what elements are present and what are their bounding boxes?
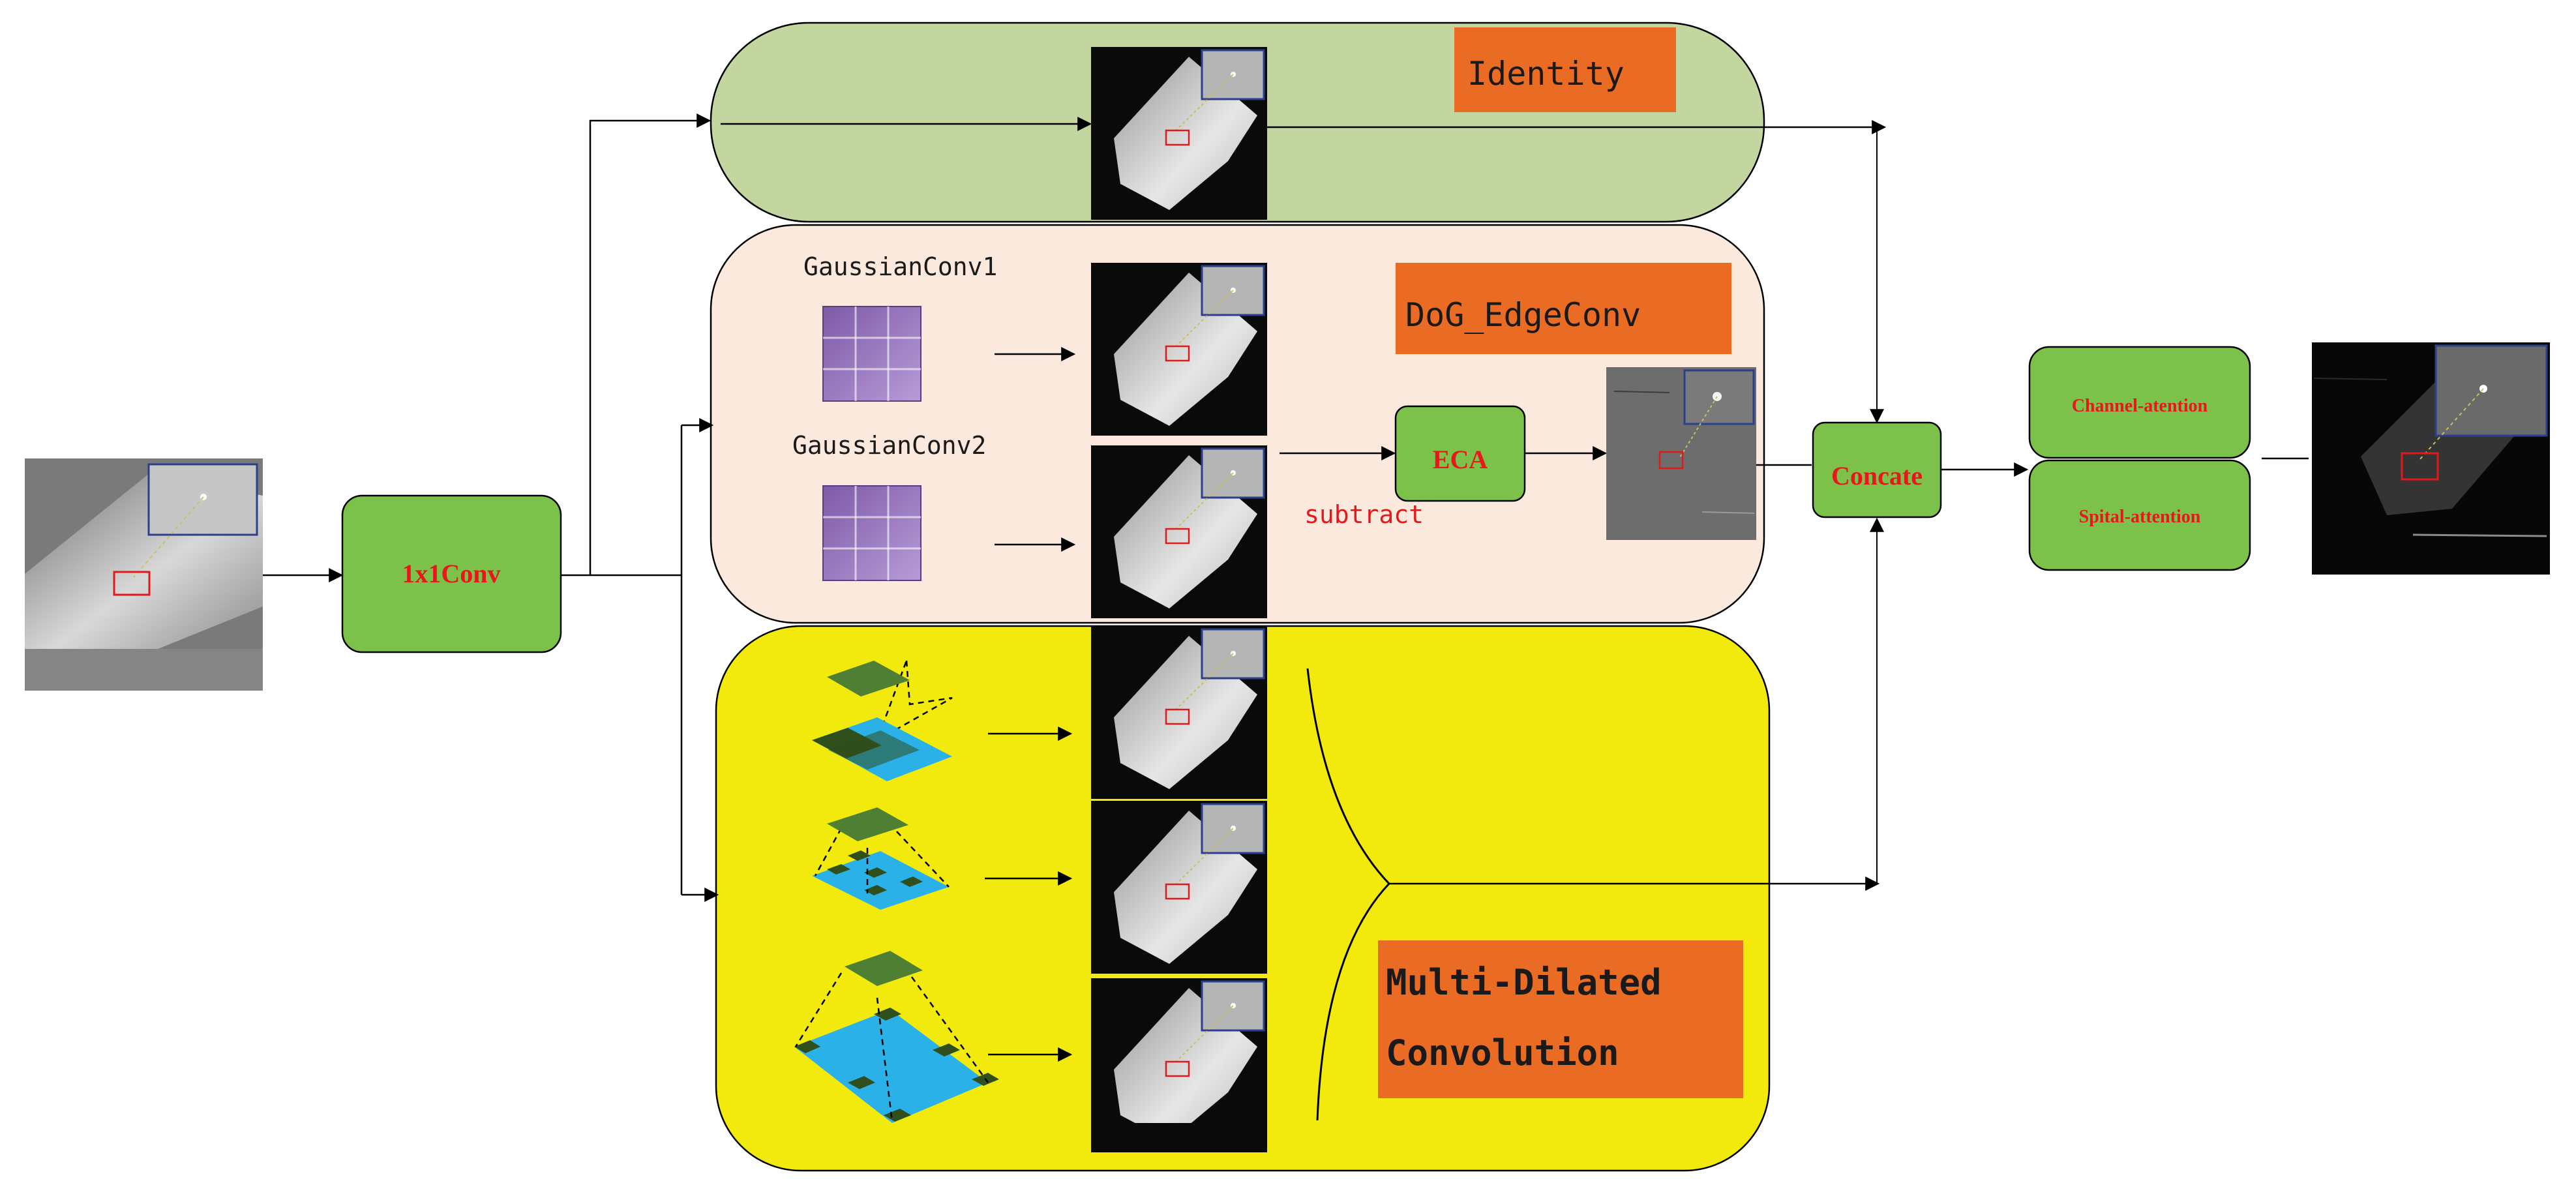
dog-title-box xyxy=(1396,263,1731,354)
conv1x1-block xyxy=(341,494,562,653)
output-image xyxy=(2312,342,2550,575)
dog-title: DoG_EdgeConv xyxy=(1405,296,1641,334)
dilated-title-line1: Multi-Dilated xyxy=(1386,962,1662,1003)
dilation-rate3-kernel xyxy=(794,951,999,1123)
dilation-rate2-feature-map xyxy=(1090,800,1268,975)
dilation-rate1-kernel xyxy=(812,660,953,781)
input-image xyxy=(25,458,263,691)
conv1x1-label: 1x1Conv xyxy=(402,559,500,588)
gaussian-conv1-label: GaussianConv1 xyxy=(803,252,997,281)
gaussian2-feature-map xyxy=(1090,444,1268,620)
channel-attention-label: Channel-atention xyxy=(2072,396,2208,416)
dilated-title-box xyxy=(1378,940,1743,1098)
spatial-attention-block xyxy=(2028,459,2251,571)
dilation-rate1-feature-map xyxy=(1090,625,1268,800)
gaussian-kernel2 xyxy=(822,485,922,582)
concat-label: Concate xyxy=(1831,461,1923,490)
spatial-attention-label: Spital-attention xyxy=(2079,507,2201,527)
gaussian-kernel1 xyxy=(822,305,922,402)
dilation-rate2-kernel xyxy=(812,807,950,910)
eca-label: ECA xyxy=(1433,445,1488,474)
gaussian1-feature-map xyxy=(1090,262,1268,437)
subtract-label: subtract xyxy=(1304,500,1424,529)
identity-feature-map xyxy=(1090,46,1268,221)
dog-edge-map xyxy=(1606,367,1756,540)
identity-title: Identity xyxy=(1467,55,1625,93)
gaussian-conv2-label: GaussianConv2 xyxy=(792,431,986,460)
dilated-title-line2: Convolution xyxy=(1386,1032,1619,1073)
identity-title-box xyxy=(1454,27,1676,112)
channel-attention-block xyxy=(2028,346,2251,459)
